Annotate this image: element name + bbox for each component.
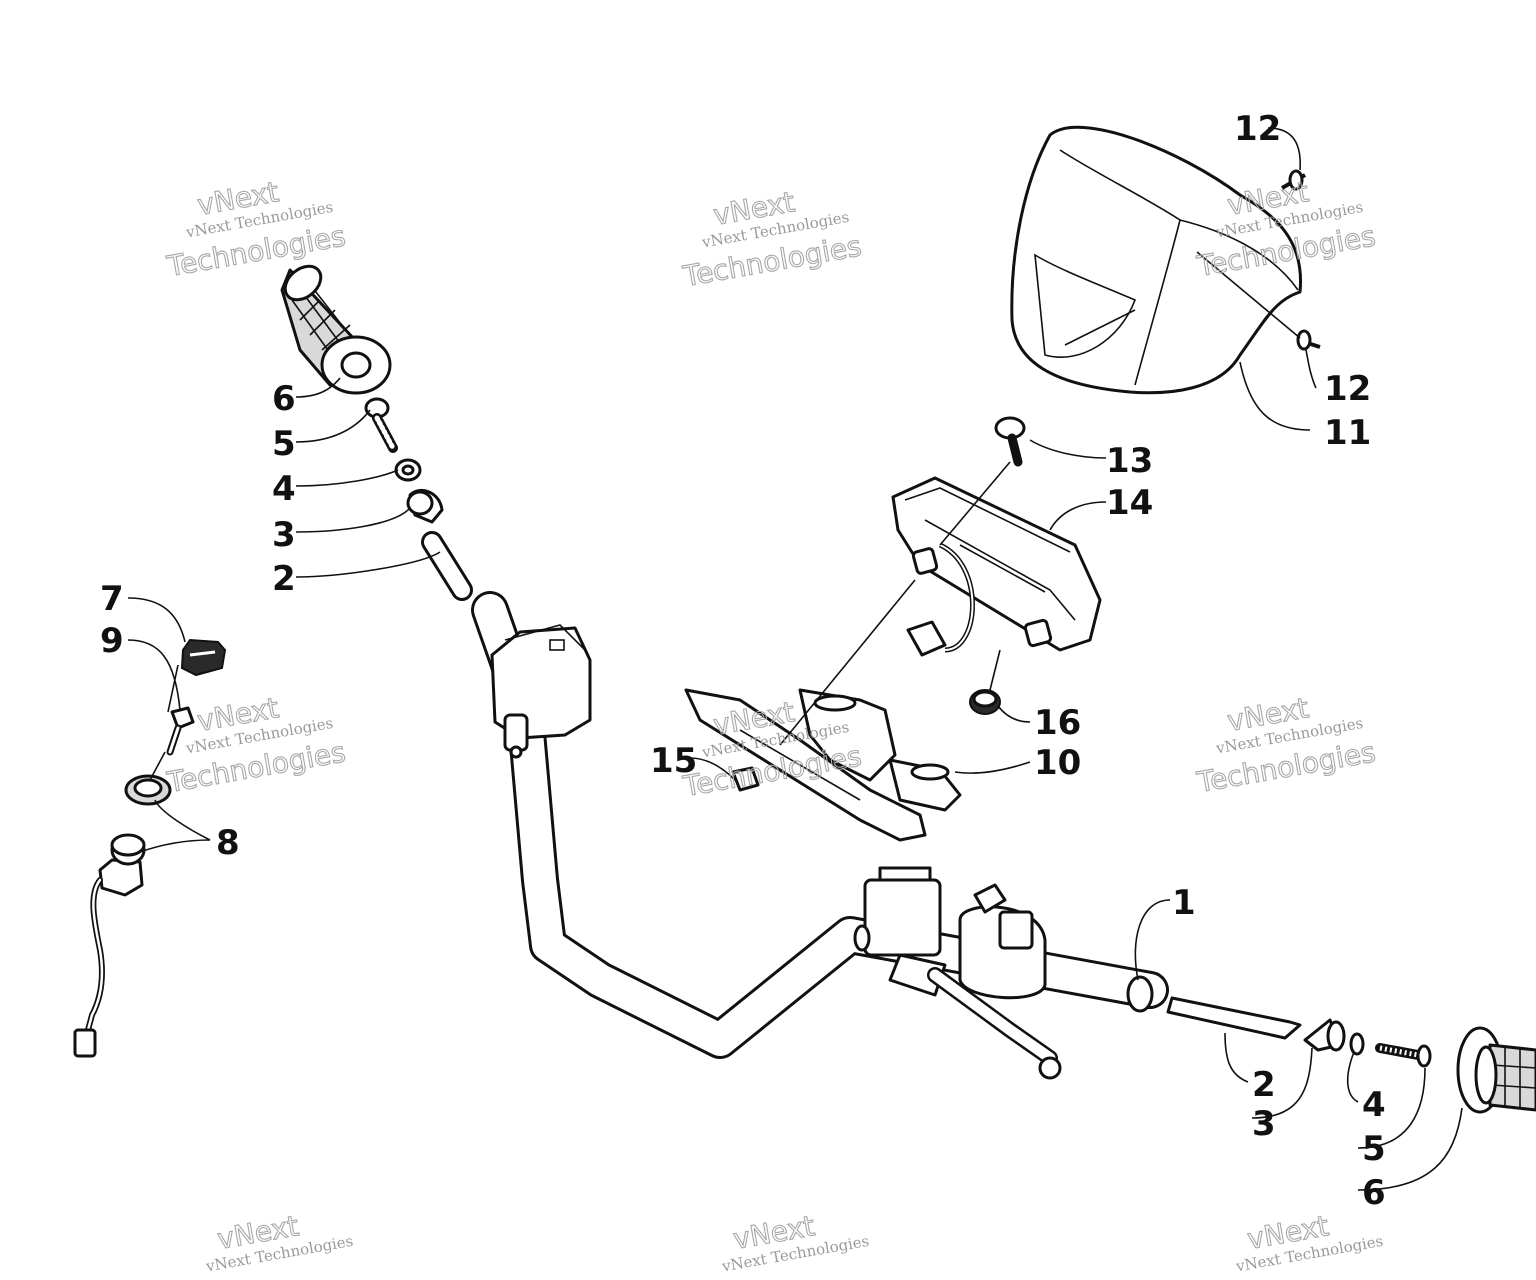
right-washer — [1349, 1032, 1365, 1056]
callout-16: 16 — [1034, 703, 1081, 743]
bracket-nut — [731, 766, 760, 792]
rivet-bottom — [1296, 329, 1321, 351]
callout-12-bottom: 12 — [1324, 369, 1371, 409]
ignition-key — [166, 706, 195, 756]
callout-3-right: 3 — [1252, 1104, 1276, 1144]
callout-2-right: 2 — [1252, 1065, 1276, 1105]
ignition-bezel — [124, 774, 172, 806]
left-switch-housing — [490, 624, 592, 759]
right-screw — [1375, 1043, 1432, 1068]
callout-9: 9 — [100, 621, 124, 661]
callout-15: 15 — [650, 741, 697, 781]
leader-lines — [127, 127, 1463, 1191]
callout-6-right: 6 — [1362, 1173, 1386, 1213]
callout-numbers: 6 5 4 3 2 7 9 8 1 2 3 4 5 6 12 12 11 13 … — [100, 109, 1386, 1213]
left-grip — [280, 264, 392, 395]
callout-4-left: 4 — [272, 469, 296, 509]
left-screw — [364, 397, 398, 453]
assembly-lines — [149, 251, 1301, 781]
callout-10: 10 — [1034, 743, 1081, 783]
callout-3-left: 3 — [272, 515, 296, 555]
callout-8: 8 — [216, 823, 240, 863]
ignition-switch — [73, 833, 146, 1058]
rivet-top — [1281, 169, 1306, 191]
callout-13: 13 — [1106, 441, 1153, 481]
callout-7: 7 — [100, 579, 124, 619]
grommet — [969, 689, 1001, 715]
callout-12-top: 12 — [1234, 109, 1281, 149]
callout-11: 11 — [1324, 413, 1371, 453]
callout-6-left: 6 — [272, 379, 296, 419]
instrument-cluster — [891, 476, 1102, 657]
cluster-screw — [994, 416, 1026, 467]
headlight-cover — [1010, 125, 1303, 395]
key-cap — [180, 638, 227, 677]
right-end-cap — [1303, 1018, 1346, 1052]
brake-lever-assembly — [853, 866, 1062, 1080]
callout-4-right: 4 — [1362, 1085, 1386, 1125]
left-end-cap — [406, 489, 444, 524]
callout-14: 14 — [1106, 483, 1153, 523]
right-weight-bar — [1166, 996, 1302, 1040]
left-weight-bar — [421, 531, 473, 601]
left-washer — [394, 458, 422, 482]
callout-5-left: 5 — [272, 424, 296, 464]
right-grip — [1456, 1026, 1536, 1114]
callout-2-left: 2 — [272, 559, 296, 599]
callout-1: 1 — [1172, 883, 1196, 923]
callout-5-right: 5 — [1362, 1129, 1386, 1169]
